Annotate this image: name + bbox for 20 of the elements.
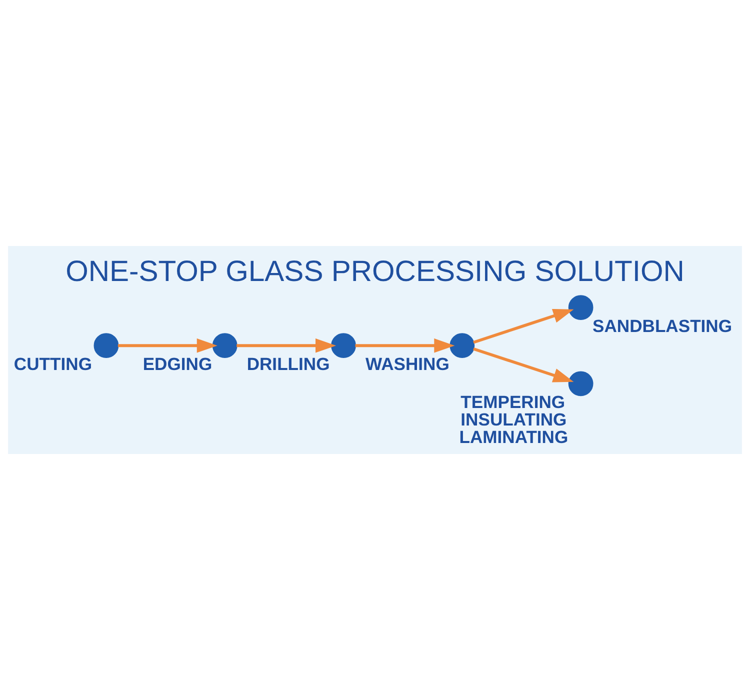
node-label: CUTTING	[14, 354, 92, 374]
arrow	[473, 308, 574, 344]
node-circle	[331, 333, 356, 358]
node-circle	[450, 333, 475, 358]
node-label: TEMPERING	[460, 392, 566, 412]
node-label: DRILLING	[246, 354, 330, 374]
node-label: LAMINATING	[459, 427, 568, 448]
node-circle	[568, 371, 594, 396]
diagram-title: ONE-STOP GLASS PROCESSING SOLUTION	[66, 255, 684, 288]
node-circle	[212, 333, 238, 358]
node-label: WASHING	[365, 354, 450, 374]
node-label: EDGING	[142, 354, 212, 374]
arrow	[473, 347, 574, 382]
arrow	[236, 338, 336, 353]
node-label: INSULATING	[460, 410, 567, 430]
node-label: SANDBLASTING	[592, 316, 732, 336]
node-circle	[94, 333, 119, 358]
node-circle	[568, 295, 594, 320]
arrow	[355, 338, 455, 353]
arrow	[118, 338, 218, 353]
